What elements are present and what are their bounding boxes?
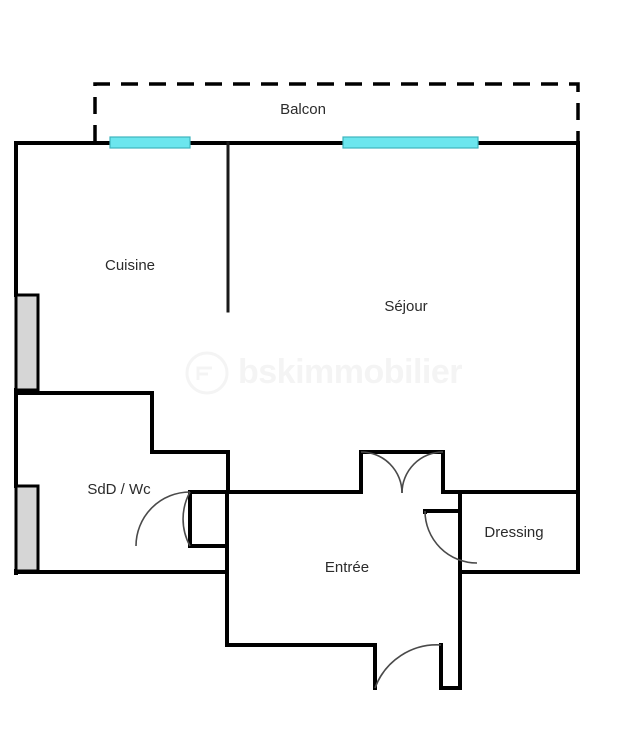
- door-arc-sejour-right: [401, 451, 444, 494]
- room-label-sdd-wc: SdD / Wc: [87, 481, 151, 498]
- bay-window-cuisine: [14, 293, 40, 392]
- room-label-dressing: Dressing: [484, 524, 543, 541]
- door-arcs: [135, 451, 478, 689]
- balcony-dashed-outline: [93, 82, 580, 142]
- interior-walls: [14, 141, 580, 548]
- watermark-logo-icon: [185, 351, 229, 395]
- door-arc-sdd: [182, 491, 191, 547]
- exterior-walls: [14, 141, 580, 690]
- room-labels: Cuisine Séjour SdD / Wc Entrée Dressing: [87, 257, 543, 576]
- door-arc-sejour-left: [360, 451, 403, 494]
- door-arc-sdd-curve: [135, 491, 191, 547]
- wall-cuisine-bottom: [14, 391, 230, 454]
- bay-window-sdd: [14, 484, 40, 573]
- room-label-entree: Entrée: [325, 559, 369, 576]
- door-arc-entrance: [374, 644, 442, 689]
- balcony-region: Balcon: [93, 82, 580, 142]
- wall-bays: [14, 293, 40, 573]
- room-label-cuisine: Cuisine: [105, 257, 155, 274]
- watermark-logo-glyph: [196, 366, 212, 380]
- room-label-balcon: Balcon: [280, 101, 326, 118]
- windows: [109, 136, 479, 149]
- watermark: bskimmobilier: [185, 351, 463, 395]
- window-sejour: [342, 136, 479, 149]
- door-arc-dressing: [424, 510, 478, 564]
- watermark-label: bskimmobilier: [238, 353, 462, 391]
- room-label-sejour: Séjour: [384, 298, 427, 315]
- window-cuisine: [109, 136, 191, 149]
